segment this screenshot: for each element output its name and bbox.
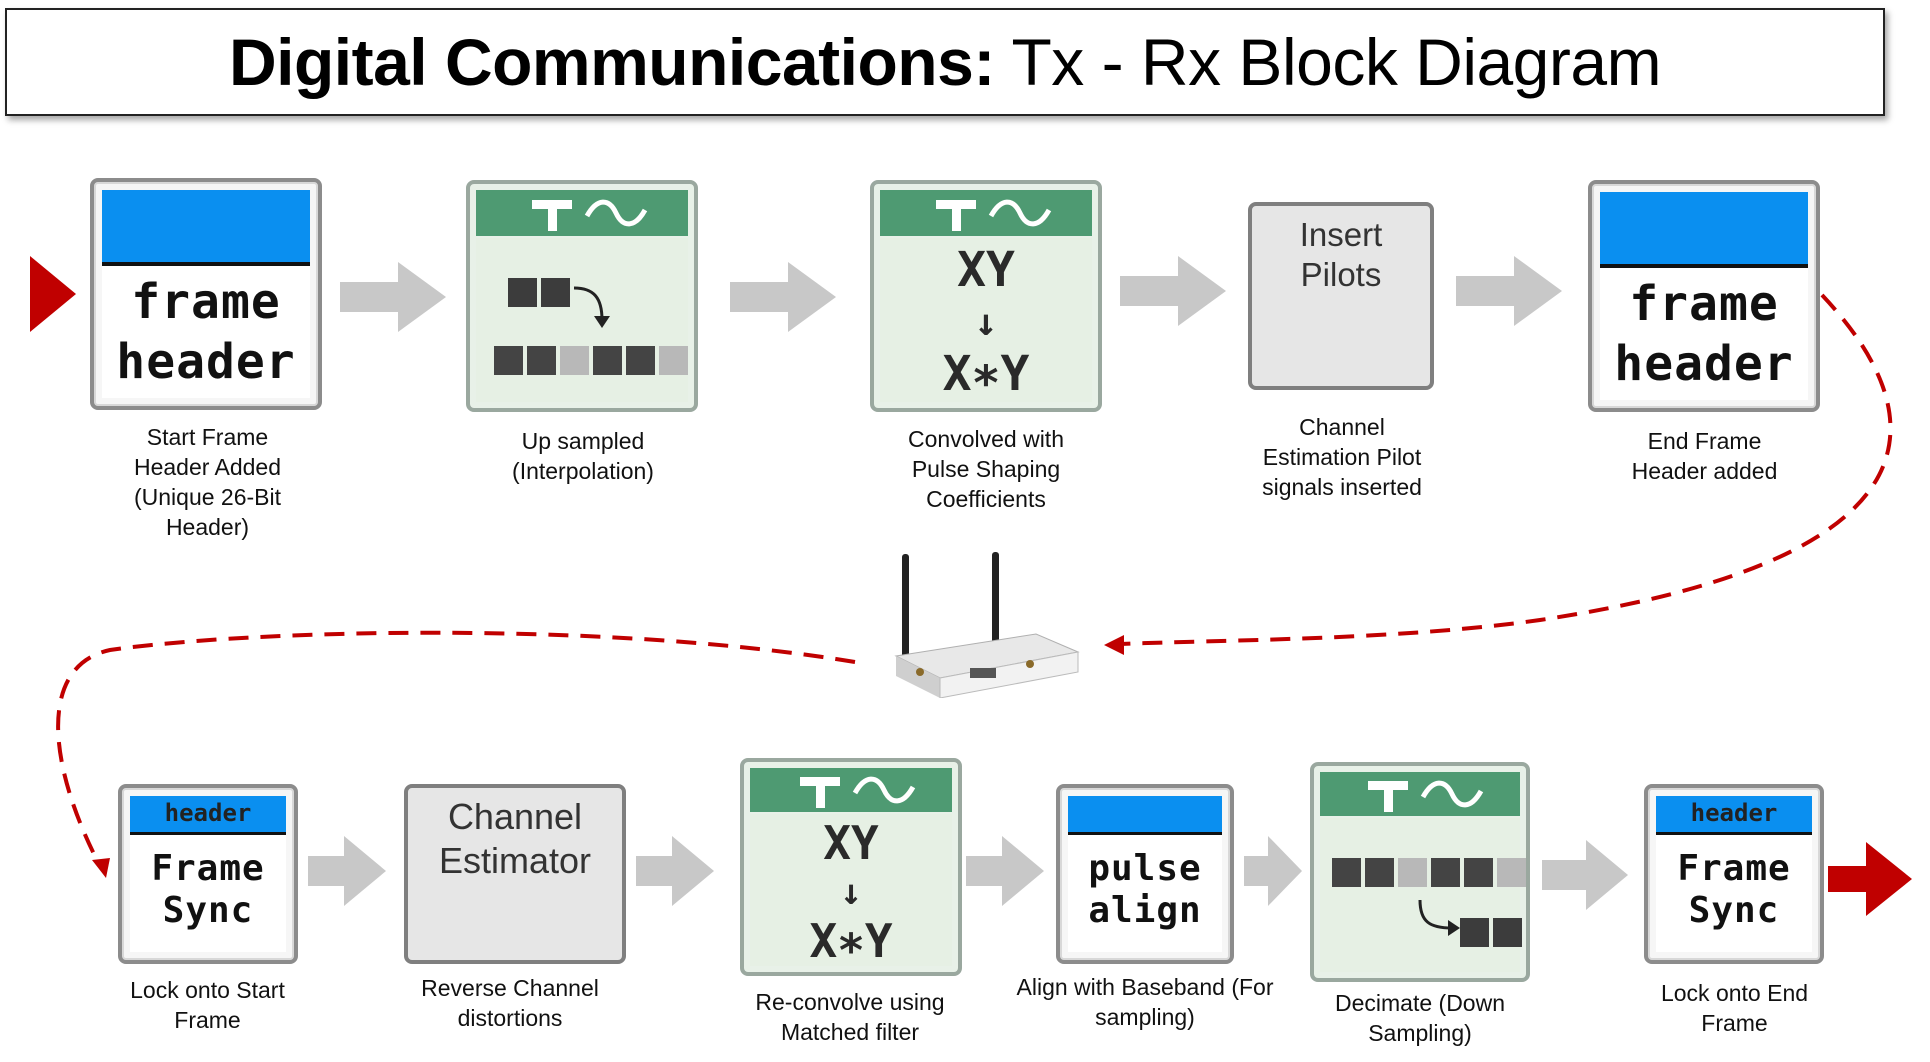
pulse-align-block[interactable]: pulse align: [1056, 784, 1234, 964]
hammer-icon: [532, 200, 572, 231]
caption-align-baseband: Align with Baseband (For sampling): [1016, 974, 1274, 1030]
title-bold: Digital Communications:: [228, 25, 995, 99]
conv-rx-top: XY: [823, 816, 879, 870]
wave-icon: [988, 199, 1052, 227]
caption-reverse-channel: Reverse Channel distortions: [421, 975, 599, 1031]
caption-decimate: Decimate (Down Sampling): [1335, 990, 1505, 1046]
frame-sync-start-block[interactable]: header Frame Sync: [118, 784, 298, 964]
insert-pilots-line1: Insert: [1299, 216, 1383, 253]
hammer-icon: [936, 200, 976, 231]
conv-tx-bottom: X∗Y: [942, 346, 1030, 402]
channel-estimator-block[interactable]: Channel Estimator: [404, 784, 626, 964]
pulse-align-text2: align: [1088, 890, 1202, 931]
convolve-tx-block[interactable]: XY ↓ X∗Y: [870, 180, 1102, 412]
frame-sync-end-hdr: header: [1690, 799, 1778, 827]
wave-icon: [1420, 780, 1484, 808]
pulse-align-text1: pulse: [1088, 848, 1202, 889]
frame-sync-start-hdr: header: [164, 799, 252, 827]
conv-rx-arrow: ↓: [840, 872, 862, 913]
flow-arrow-icon: [1542, 840, 1628, 910]
insert-pilots-line2: Pilots: [1300, 256, 1382, 293]
flow-arrow-icon: [340, 262, 446, 332]
curved-arrow-icon: [573, 286, 610, 328]
channel-estimator-line1: Channel: [447, 796, 583, 837]
frame-header-start-text2: header: [116, 334, 296, 390]
frame-sync-start-text1: Frame: [151, 848, 265, 889]
decimate-block[interactable]: [1310, 762, 1530, 982]
caption-up-sampled: Up sampled (Interpolation): [512, 428, 654, 484]
frame-sync-start-text2: Sync: [162, 890, 254, 931]
flow-arrow-icon: [636, 836, 714, 906]
frame-header-end-block[interactable]: frame header: [1588, 180, 1820, 412]
wave-icon: [584, 199, 648, 227]
hammer-icon: [800, 777, 840, 808]
diagram-title: Digital Communications: Tx - Rx Block Di…: [5, 8, 1885, 116]
conv-rx-bottom: X∗Y: [809, 914, 893, 968]
flow-arrow-icon: [308, 836, 386, 906]
flow-arrow-icon: [966, 836, 1044, 906]
caption-end-frame: End Frame Header added: [1631, 428, 1778, 484]
upsample-block[interactable]: [466, 180, 698, 412]
flow-arrow-icon: [1244, 836, 1302, 906]
flow-arrow-icon: [1120, 256, 1226, 326]
frame-sync-end-text1: Frame: [1677, 848, 1791, 889]
caption-lock-start: Lock onto Start Frame: [130, 977, 285, 1033]
title-rest: Tx - Rx Block Diagram: [994, 25, 1662, 99]
curved-arrow-icon: [1418, 899, 1460, 936]
frame-header-end-text1: frame: [1629, 276, 1779, 332]
frame-header-start-block[interactable]: frame header: [90, 178, 322, 410]
output-arrow-icon: [1828, 842, 1912, 916]
frame-sync-end-block[interactable]: header Frame Sync: [1644, 784, 1824, 964]
input-arrow-icon: [30, 256, 76, 332]
channel-estimator-line2: Estimator: [438, 840, 592, 881]
frame-sync-end-text2: Sync: [1688, 890, 1780, 931]
caption-convolved: Convolved with Pulse Shaping Coefficient…: [908, 426, 1064, 512]
convolve-rx-block[interactable]: XY ↓ X∗Y: [740, 758, 962, 976]
flow-arrow-icon: [730, 262, 836, 332]
flow-arrow-icon: [1456, 256, 1562, 326]
frame-header-end-text2: header: [1614, 336, 1794, 392]
caption-pilots: Channel Estimation Pilot signals inserte…: [1262, 414, 1422, 500]
conv-tx-arrow: ↓: [974, 300, 998, 344]
radio-device-icon: [894, 552, 1080, 698]
conv-tx-top: XY: [957, 242, 1015, 298]
insert-pilots-block[interactable]: Insert Pilots: [1248, 202, 1434, 390]
caption-lock-end: Lock onto End Frame: [1660, 980, 1809, 1036]
caption-reconvolve: Re-convolve using Matched filter: [755, 989, 945, 1045]
caption-start-frame: Start Frame Header Added (Unique 26-Bit …: [133, 424, 282, 540]
wave-icon: [852, 776, 916, 804]
hammer-icon: [1368, 781, 1408, 812]
frame-header-start-text1: frame: [131, 274, 281, 330]
